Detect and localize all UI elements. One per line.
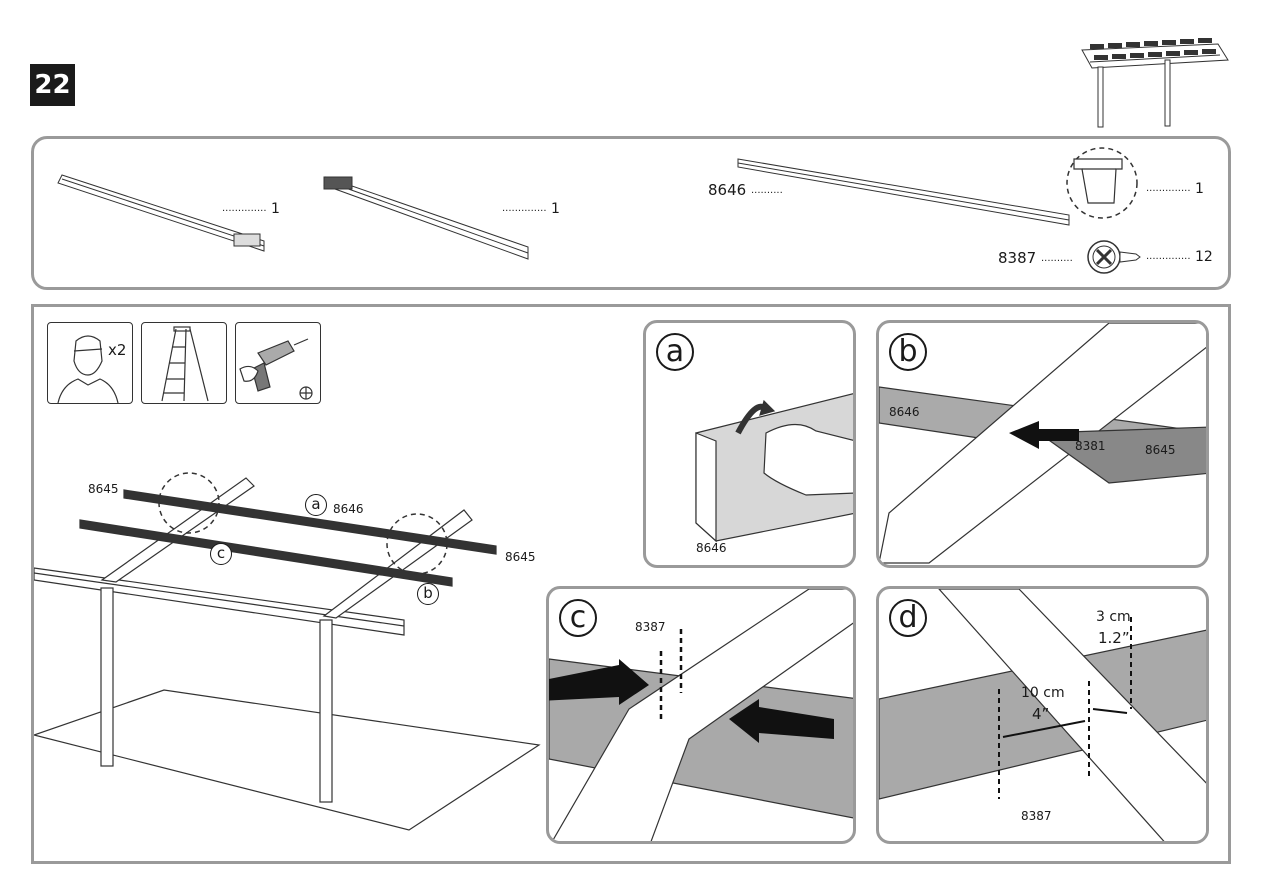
- detail-b-part-left: 8646: [889, 405, 920, 419]
- detail-b-panel: b 8646 8381 8645: [876, 320, 1209, 568]
- detail-d-dim1-imperial: 1.2”: [1098, 629, 1130, 647]
- detail-b-letter: b: [889, 333, 927, 371]
- callout-c: c: [210, 543, 232, 565]
- person-icon: [57, 335, 119, 403]
- detail-d-dim2-metric: 10 cm: [1021, 685, 1065, 701]
- ladder-tool: [141, 322, 227, 404]
- part4-quantity: .............. 1: [1146, 181, 1204, 197]
- detail-a-letter: a: [656, 333, 694, 371]
- detail-b-illustration: [879, 323, 1206, 564]
- callout-a: a: [305, 494, 327, 516]
- part-beam-8646: [737, 158, 1070, 226]
- main-label-8645-right: 8645: [505, 550, 536, 564]
- detail-a-illustration: [695, 393, 853, 543]
- screw-icon: [1087, 240, 1141, 274]
- part1-quantity: .............. 1: [222, 201, 280, 217]
- pergola-overview-thumbnail: [1081, 38, 1229, 128]
- ladder-icon: [161, 326, 209, 402]
- part3-code: 8646 ..........: [708, 181, 783, 199]
- detail-a-panel: a 8646: [643, 320, 856, 568]
- callout-b: b: [417, 583, 439, 605]
- drill-icon: [239, 338, 313, 400]
- detail-c-illustration: [549, 589, 853, 841]
- drill-tool: [235, 322, 321, 404]
- detail-d-dim1-metric: 3 cm: [1096, 609, 1131, 625]
- detail-c-panel: c 8387: [546, 586, 856, 844]
- main-label-8646: 8646: [333, 502, 364, 516]
- detail-b-part-mid: 8381: [1075, 439, 1106, 453]
- detail-d-dim2-imperial: 4”: [1032, 705, 1050, 723]
- detail-c-screw: 8387: [635, 620, 666, 634]
- part-beam-connector-1: [57, 174, 265, 252]
- detail-d-illustration: [879, 589, 1206, 841]
- clip-part-detail: [1066, 147, 1138, 219]
- part2-quantity: .............. 1: [502, 201, 560, 217]
- parts-list-box: .............. 1 .............. 1 8646 .…: [31, 136, 1231, 290]
- screw-quantity: .............. 12: [1146, 249, 1213, 265]
- detail-d-screw: 8387: [1021, 809, 1052, 823]
- step-number: 22: [30, 64, 75, 106]
- detail-b-part-right: 8645: [1145, 443, 1176, 457]
- screw-code: 8387 ..........: [998, 249, 1073, 267]
- part-beam-connector-2: [323, 176, 529, 260]
- main-assembly-illustration: [34, 472, 541, 831]
- detail-a-part: 8646: [696, 541, 727, 555]
- detail-d-letter: d: [889, 599, 927, 637]
- main-label-8645-left: 8645: [88, 482, 119, 496]
- two-persons-tool: x2: [47, 322, 133, 404]
- persons-count: x2: [108, 341, 127, 359]
- detail-d-panel: d 3 cm 1.2” 10 cm 4” 8387: [876, 586, 1209, 844]
- detail-c-letter: c: [559, 599, 597, 637]
